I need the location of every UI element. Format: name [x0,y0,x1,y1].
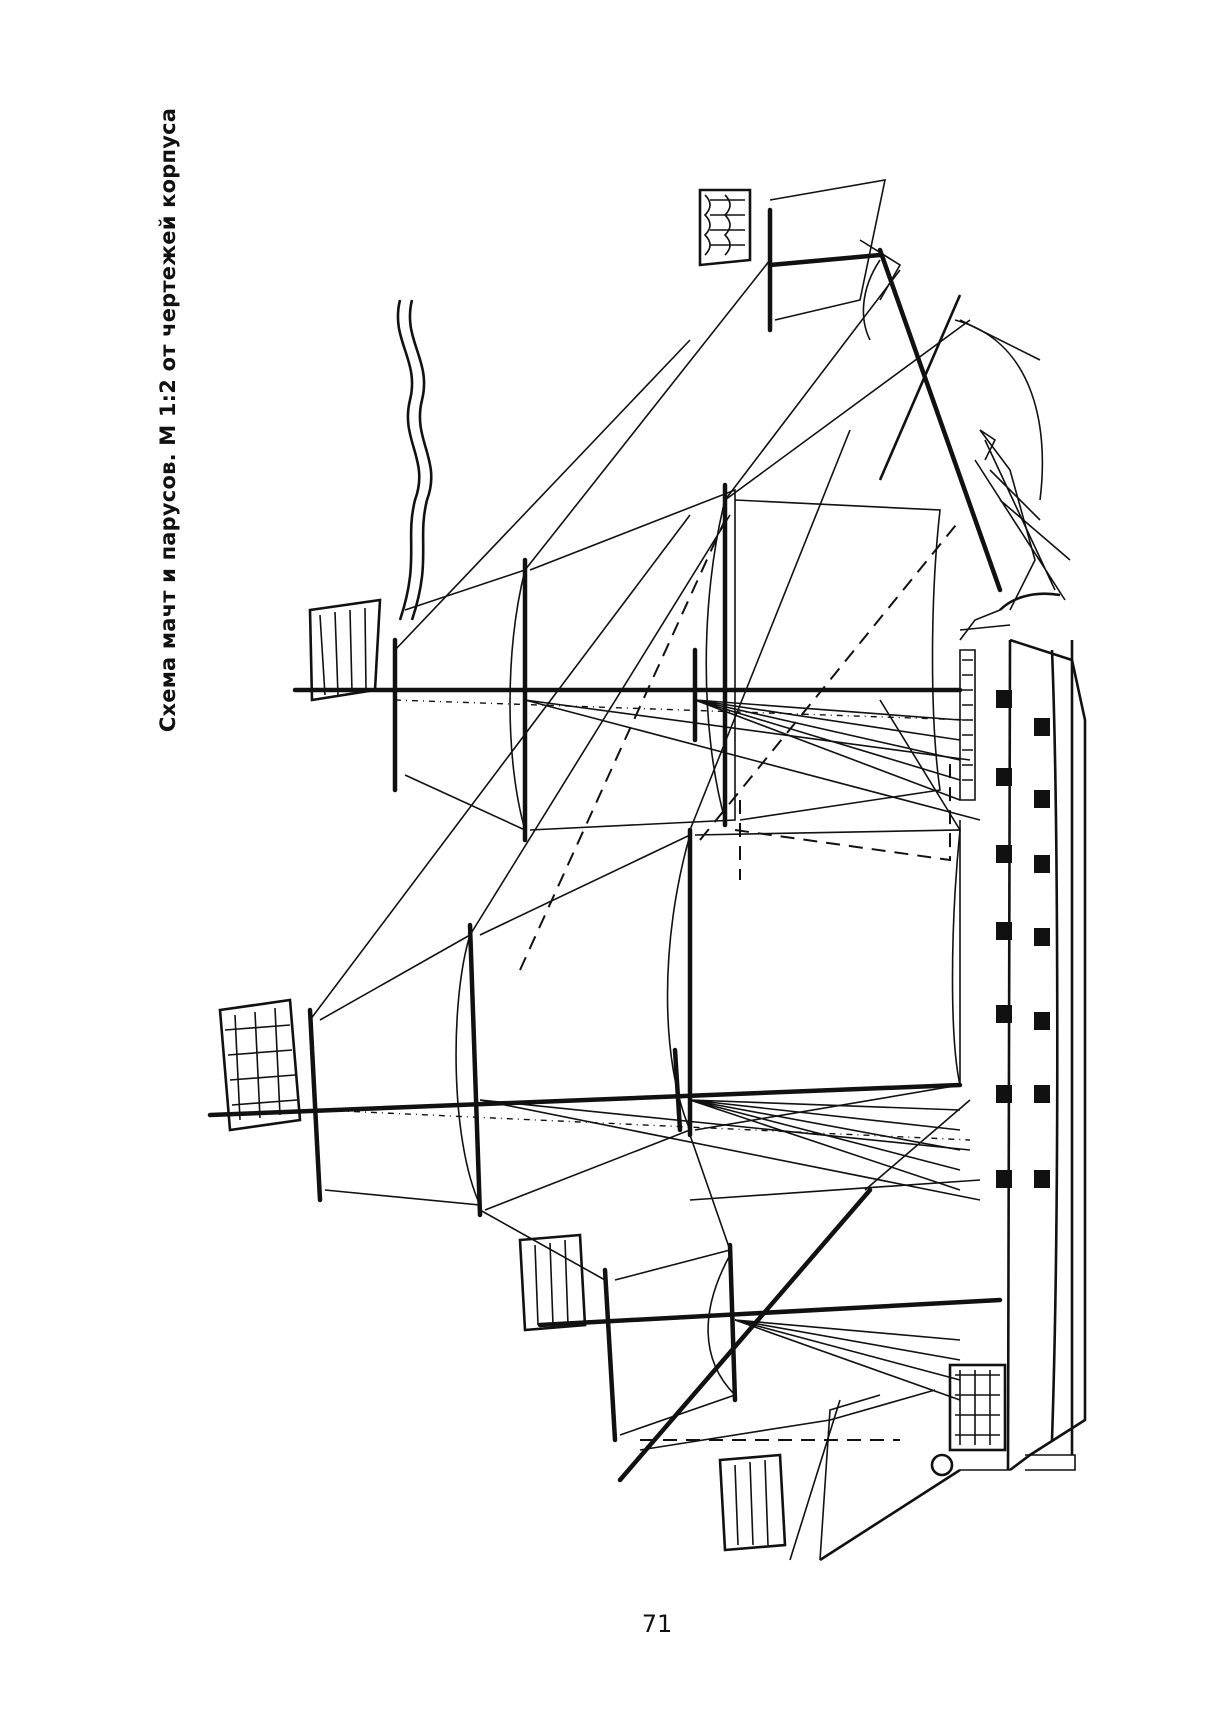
mainmast [207,827,963,1218]
page-number: 71 [641,1610,673,1638]
rigging [309,259,981,1401]
flag-mizzen [518,1233,587,1332]
gun-ports [996,690,1050,1188]
bowsprit [767,179,1071,611]
flag-fore [308,598,382,702]
flag-ensign [718,1453,787,1552]
pennant-fore-streamer [396,299,433,621]
foremast [292,482,963,880]
hull [930,592,1087,1477]
mizzenmast [537,1187,1003,1562]
flag-jack [698,188,752,267]
flag-main [218,998,302,1132]
